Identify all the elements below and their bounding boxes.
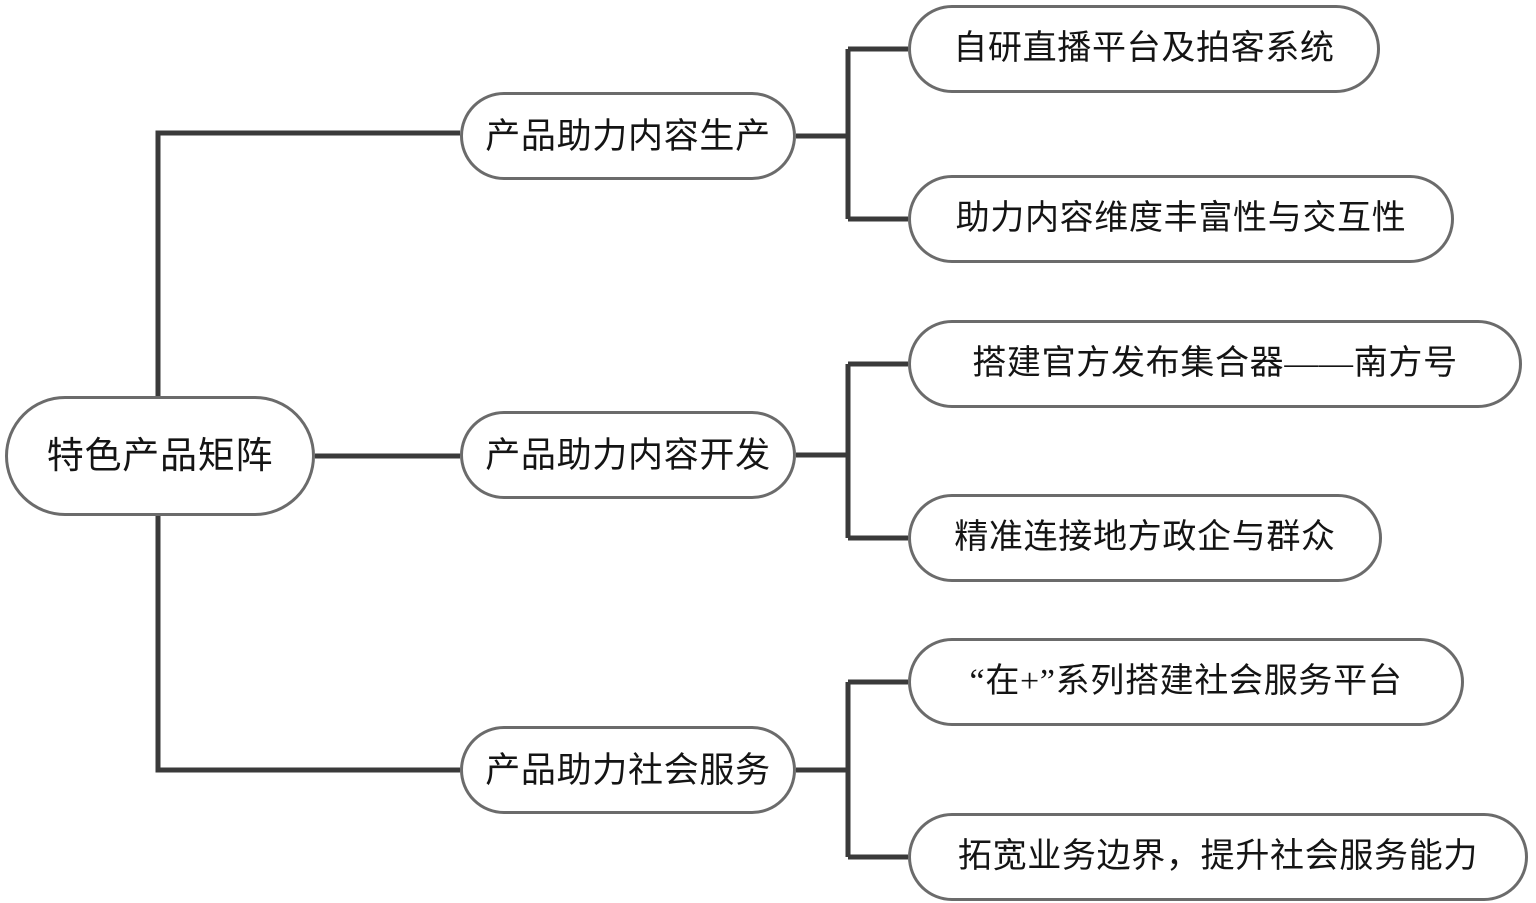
leaf-node-content-richness[interactable]: 助力内容维度丰富性与交互性 bbox=[908, 175, 1454, 263]
branch-node-label: 产品助力内容生产 bbox=[485, 116, 771, 156]
leaf-node-broaden-business[interactable]: 拓宽业务边界，提升社会服务能力 bbox=[908, 813, 1528, 901]
leaf-node-label: 精准连接地方政企与群众 bbox=[954, 519, 1336, 556]
leaf-node-connect-government[interactable]: 精准连接地方政企与群众 bbox=[908, 494, 1382, 582]
branch-node-social-service[interactable]: 产品助力社会服务 bbox=[460, 726, 796, 814]
root-node-label: 特色产品矩阵 bbox=[46, 435, 274, 477]
leaf-node-label: “在+”系列搭建社会服务平台 bbox=[969, 663, 1403, 700]
connector-root-to-branch3 bbox=[155, 456, 460, 773]
leaf-node-label: 拓宽业务边界，提升社会服务能力 bbox=[957, 838, 1479, 875]
leaf-node-label: 助力内容维度丰富性与交互性 bbox=[955, 200, 1407, 237]
branch-node-label: 产品助力社会服务 bbox=[485, 750, 771, 790]
leaf-node-nanfanghao[interactable]: 搭建官方发布集合器——南方号 bbox=[908, 320, 1522, 408]
branch-node-content-development[interactable]: 产品助力内容开发 bbox=[460, 411, 796, 499]
branch-node-label: 产品助力内容开发 bbox=[485, 435, 771, 475]
connector-root-to-branch1 bbox=[155, 130, 460, 456]
branch-node-content-production[interactable]: 产品助力内容生产 bbox=[460, 92, 796, 180]
leaf-node-live-platform[interactable]: 自研直播平台及拍客系统 bbox=[908, 5, 1380, 93]
leaf-node-zai-plus-series[interactable]: “在+”系列搭建社会服务平台 bbox=[908, 638, 1464, 726]
leaf-node-label: 搭建官方发布集合器——南方号 bbox=[972, 345, 1458, 382]
root-node[interactable]: 特色产品矩阵 bbox=[5, 396, 315, 516]
leaf-node-label: 自研直播平台及拍客系统 bbox=[953, 30, 1335, 67]
